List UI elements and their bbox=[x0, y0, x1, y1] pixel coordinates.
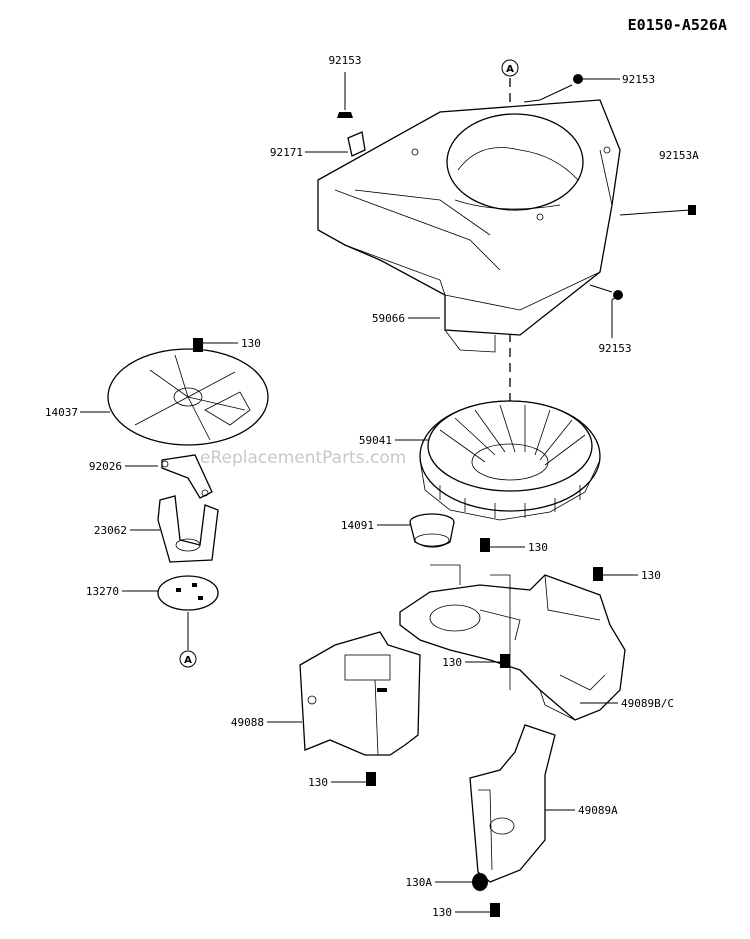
callout-a-top: A bbox=[501, 59, 519, 77]
stud-92171 bbox=[347, 131, 366, 157]
bolt-92153-top-right bbox=[523, 74, 620, 103]
part-label: 130 bbox=[641, 569, 661, 582]
part-label: 59041 bbox=[359, 434, 392, 447]
part-label: 130 bbox=[241, 337, 261, 350]
screen-14037 bbox=[107, 348, 269, 446]
part-label: 92153 bbox=[328, 54, 361, 67]
callout-a-bottom-letter: A bbox=[184, 655, 192, 666]
callout-a-bottom: A bbox=[179, 650, 197, 668]
plate-13270 bbox=[157, 575, 219, 650]
part-label: 92153A bbox=[659, 149, 699, 162]
fan-59041 bbox=[419, 400, 601, 521]
callout-a-top-letter: A bbox=[506, 64, 514, 75]
part-label: 130 bbox=[528, 541, 548, 554]
part-label: 59066 bbox=[372, 312, 405, 325]
part-label: 23062 bbox=[94, 524, 127, 537]
bolt-130-bottom bbox=[455, 903, 500, 917]
part-label: 49089B/C bbox=[621, 697, 674, 710]
bolt-130-baffle bbox=[465, 654, 510, 668]
part-labels: 92153 92153 92171 92153A 59066 92153 130… bbox=[45, 54, 699, 919]
bracket-23062 bbox=[157, 495, 219, 563]
part-label: 130 bbox=[432, 906, 452, 919]
part-label: 92171 bbox=[270, 146, 303, 159]
part-label: 92153 bbox=[598, 342, 631, 355]
watermark: eReplacementParts.com bbox=[200, 448, 406, 468]
blower-housing-59066 bbox=[317, 99, 621, 353]
part-label: 14037 bbox=[45, 406, 78, 419]
collar-14091 bbox=[409, 513, 455, 548]
diagram-id: E0150-A526A bbox=[628, 16, 727, 34]
bolt-130-right bbox=[593, 567, 638, 581]
part-label: 130 bbox=[442, 656, 462, 669]
part-label: 13270 bbox=[86, 585, 119, 598]
plate-92026 bbox=[161, 454, 213, 499]
bolt-92153-right bbox=[589, 284, 623, 300]
bolt-130-screen bbox=[193, 338, 238, 352]
part-label: 92153 bbox=[622, 73, 655, 86]
cover-49088 bbox=[299, 631, 421, 756]
part-label: 92026 bbox=[89, 460, 122, 473]
part-label: 130 bbox=[308, 776, 328, 789]
bolt-92153a bbox=[619, 205, 696, 216]
part-label: 49088 bbox=[231, 716, 264, 729]
baffle-49089bc bbox=[399, 564, 626, 721]
bolt-130-center bbox=[480, 538, 525, 552]
part-label: 49089A bbox=[578, 804, 618, 817]
bolt-130-cover bbox=[331, 772, 376, 786]
leader-lines bbox=[80, 151, 619, 811]
bolt-130a bbox=[435, 873, 488, 891]
bolt-92153-top-left bbox=[337, 72, 353, 118]
part-label: 130A bbox=[406, 876, 433, 889]
part-label: 14091 bbox=[341, 519, 374, 532]
cover-49089a bbox=[469, 724, 556, 883]
